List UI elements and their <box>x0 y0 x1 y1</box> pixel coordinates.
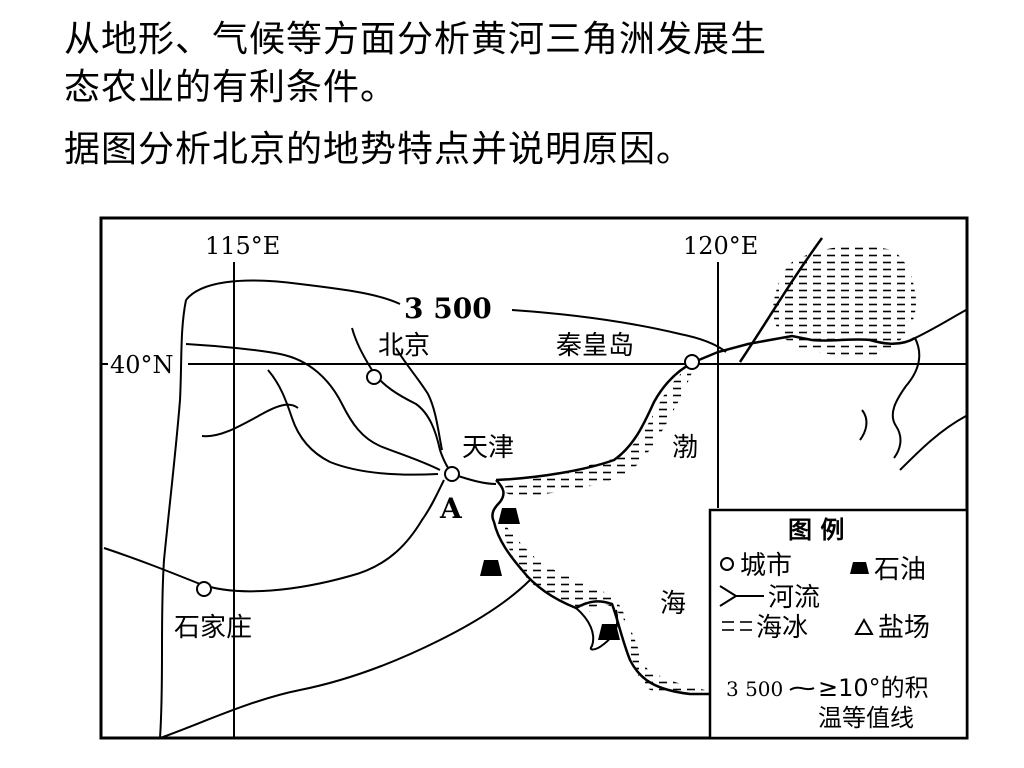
isotherm-label: 3 500 <box>404 292 492 325</box>
legend-isotherm-icon <box>789 686 815 691</box>
map-frame <box>99 216 969 740</box>
point-a-label: A <box>439 492 463 525</box>
isotherm-3500-east <box>511 309 727 353</box>
legend-river-icon <box>719 585 764 607</box>
label-120e: 120°E <box>683 232 758 260</box>
legend-title: 图 例 <box>788 516 844 544</box>
legend-isotherm-desc-1: ≥10°的积 <box>818 674 929 702</box>
oil-icon <box>480 560 502 576</box>
oil-icon <box>498 508 520 524</box>
legend-isotherm-value: 3 500 <box>726 677 783 701</box>
legend-city-icon <box>720 557 734 571</box>
city-shijiazhuang-label: 石家庄 <box>174 613 252 643</box>
label-40n: 40°N <box>110 351 174 379</box>
isotherm-3500-west-branch <box>159 299 187 739</box>
coastline-south <box>491 479 715 696</box>
legend-river-label: 河流 <box>768 583 820 613</box>
coastline-north <box>495 334 916 482</box>
label-115e: 115°E <box>205 232 280 260</box>
legend-oil-label: 石油 <box>874 555 926 585</box>
city-tianjin-marker <box>444 466 460 482</box>
sea-ice-areas <box>500 246 917 694</box>
legend-salt-label: 盐场 <box>878 613 930 643</box>
rivers <box>103 327 531 739</box>
city-qinhuangdao-marker <box>684 354 700 370</box>
city-shijiazhuang-marker <box>196 581 212 597</box>
isotherm-3500-west <box>185 279 401 305</box>
city-beijing-marker <box>366 369 382 385</box>
question-1-line-2: 态农业的有利条件。 <box>64 67 398 108</box>
legend-isotherm-desc-2: 温等值线 <box>818 704 914 732</box>
legend-sea-ice-icon <box>722 621 752 631</box>
city-qinhuangdao-label: 秦皇岛 <box>556 331 634 361</box>
map-legend: 图 例 城市 石油 河流 海冰 盐场 3 500 ≥10°的积 温等值线 <box>708 508 969 740</box>
city-tianjin-label: 天津 <box>462 433 514 463</box>
sea-name-hai: 海 <box>660 589 686 619</box>
oil-fields <box>480 508 620 640</box>
question-2: 据图分析北京的地势特点并说明原因。 <box>64 129 694 170</box>
legend-salt-icon <box>854 617 874 635</box>
question-1-line-1: 从地形、气候等方面分析黄河三角洲发展生 <box>64 19 768 60</box>
legend-oil-icon <box>850 562 869 574</box>
legend-sea-ice-label: 海冰 <box>756 613 808 643</box>
city-beijing-label: 北京 <box>378 331 430 361</box>
sea-name-bo: 渤 <box>672 433 698 463</box>
oil-icon <box>598 624 620 640</box>
legend-city-label: 城市 <box>740 551 792 581</box>
